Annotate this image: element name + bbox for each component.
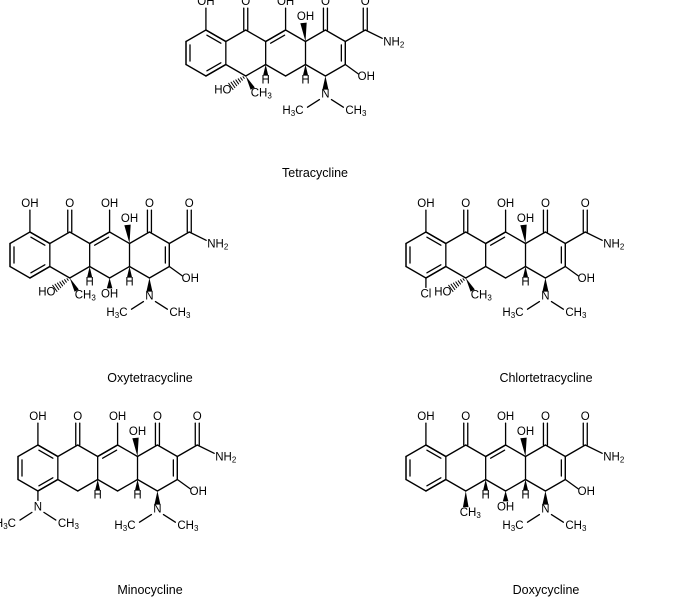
h-5a-label: H — [262, 75, 270, 87]
caption-chlortetracycline: Chlortetracycline — [499, 371, 593, 385]
h-4a-label: H — [301, 75, 309, 87]
ketone-11-label: O — [73, 411, 82, 423]
phenol-oh-label: OH — [21, 198, 38, 210]
amide-o-label: O — [185, 198, 194, 210]
amide-o-label: O — [361, 0, 370, 8]
ketone-1-label: O — [145, 198, 154, 210]
ch3-6-label: CH3 — [471, 290, 493, 303]
amide-o-label: O — [581, 198, 590, 210]
oh-12a-label: OH — [129, 426, 146, 438]
oh-3-label: OH — [358, 71, 375, 83]
amide-o-label: O — [193, 411, 202, 423]
n4-methyl-left-label: H3C — [114, 520, 135, 533]
h-5a-label: H — [86, 277, 94, 289]
oh-12-label: OH — [277, 0, 294, 8]
amide-nh2-label: NH2 — [207, 238, 229, 251]
structure-minocycline: OHOOHOHOONH2OHNH3CCH3HHNH3CCH3 — [0, 411, 237, 533]
phenol-oh-label: OH — [417, 411, 434, 423]
n4-methyl-left-label: H3C — [502, 520, 523, 533]
oh-12-label: OH — [109, 411, 126, 423]
amide-nh2-label: NH2 — [215, 451, 237, 464]
oh-3-label: OH — [182, 273, 199, 285]
n7-methyl-right-label: CH3 — [58, 518, 80, 531]
ketone-1-label: O — [541, 411, 550, 423]
n-4-label: N — [541, 504, 549, 516]
phenol-oh-label: OH — [29, 411, 46, 423]
oh-12-label: OH — [101, 198, 118, 210]
ketone-11-label: O — [461, 198, 470, 210]
caption-doxycycline: Doxycycline — [512, 583, 580, 597]
oh-3-label: OH — [578, 273, 595, 285]
h-4a-label: H — [521, 277, 529, 289]
oh-3-label: OH — [578, 486, 595, 498]
phenol-oh-label: OH — [197, 0, 214, 8]
ketone-1-label: O — [541, 198, 550, 210]
n4-methyl-right-label: CH3 — [565, 520, 587, 533]
oh-12a-label: OH — [517, 426, 534, 438]
n4-methyl-left-label: H3C — [282, 105, 303, 118]
ketone-11-label: O — [461, 411, 470, 423]
oh-6-label: HO — [38, 286, 55, 298]
n4-methyl-right-label: CH3 — [169, 307, 191, 320]
h-4a-label: H — [125, 277, 133, 289]
oh-12a-label: OH — [121, 213, 138, 225]
ch3-6-label: CH3 — [251, 88, 273, 101]
amide-nh2-label: NH2 — [603, 238, 625, 251]
n4-methyl-left-label: H3C — [502, 307, 523, 320]
n7-methyl-left-label: H3C — [0, 518, 16, 531]
phenol-oh-label: OH — [417, 198, 434, 210]
ch3-6-label: CH3 — [75, 290, 97, 303]
oh-5-label: OH — [497, 501, 514, 513]
ketone-1-label: O — [153, 411, 162, 423]
n4-methyl-left-label: H3C — [106, 307, 127, 320]
ketone-11-label: O — [65, 198, 74, 210]
cl-7-label: Cl — [420, 288, 431, 300]
oh-5-label: OH — [101, 288, 118, 300]
n-4-label: N — [321, 89, 329, 101]
n-4-label: N — [541, 291, 549, 303]
h-5a-label: H — [482, 490, 490, 502]
h-4a-label: H — [521, 490, 529, 502]
oh-12-label: OH — [497, 411, 514, 423]
amide-nh2-label: NH2 — [383, 36, 405, 49]
n4-methyl-right-label: CH3 — [177, 520, 199, 533]
oh-12a-label: OH — [297, 11, 314, 23]
oh-6-label: HO — [434, 286, 451, 298]
caption-oxytetracycline: Oxytetracycline — [107, 371, 193, 385]
ch3-6-label: CH3 — [460, 507, 482, 520]
n4-methyl-right-label: CH3 — [345, 105, 367, 118]
oh-12a-label: OH — [517, 213, 534, 225]
n-4-label: N — [145, 291, 153, 303]
n-7-label: N — [34, 501, 42, 513]
oh-6-label: HO — [214, 84, 231, 96]
ketone-11-label: O — [241, 0, 250, 8]
amide-o-label: O — [581, 411, 590, 423]
amide-nh2-label: NH2 — [603, 451, 625, 464]
ketone-1-label: O — [321, 0, 330, 8]
caption-tetracycline: Tetracycline — [282, 166, 348, 180]
oh-12-label: OH — [497, 198, 514, 210]
n-4-label: N — [153, 504, 161, 516]
caption-minocycline: Minocycline — [117, 583, 183, 597]
n4-methyl-right-label: CH3 — [565, 307, 587, 320]
oh-3-label: OH — [190, 486, 207, 498]
h-5a-label: H — [94, 490, 102, 502]
h-4a-label: H — [133, 490, 141, 502]
